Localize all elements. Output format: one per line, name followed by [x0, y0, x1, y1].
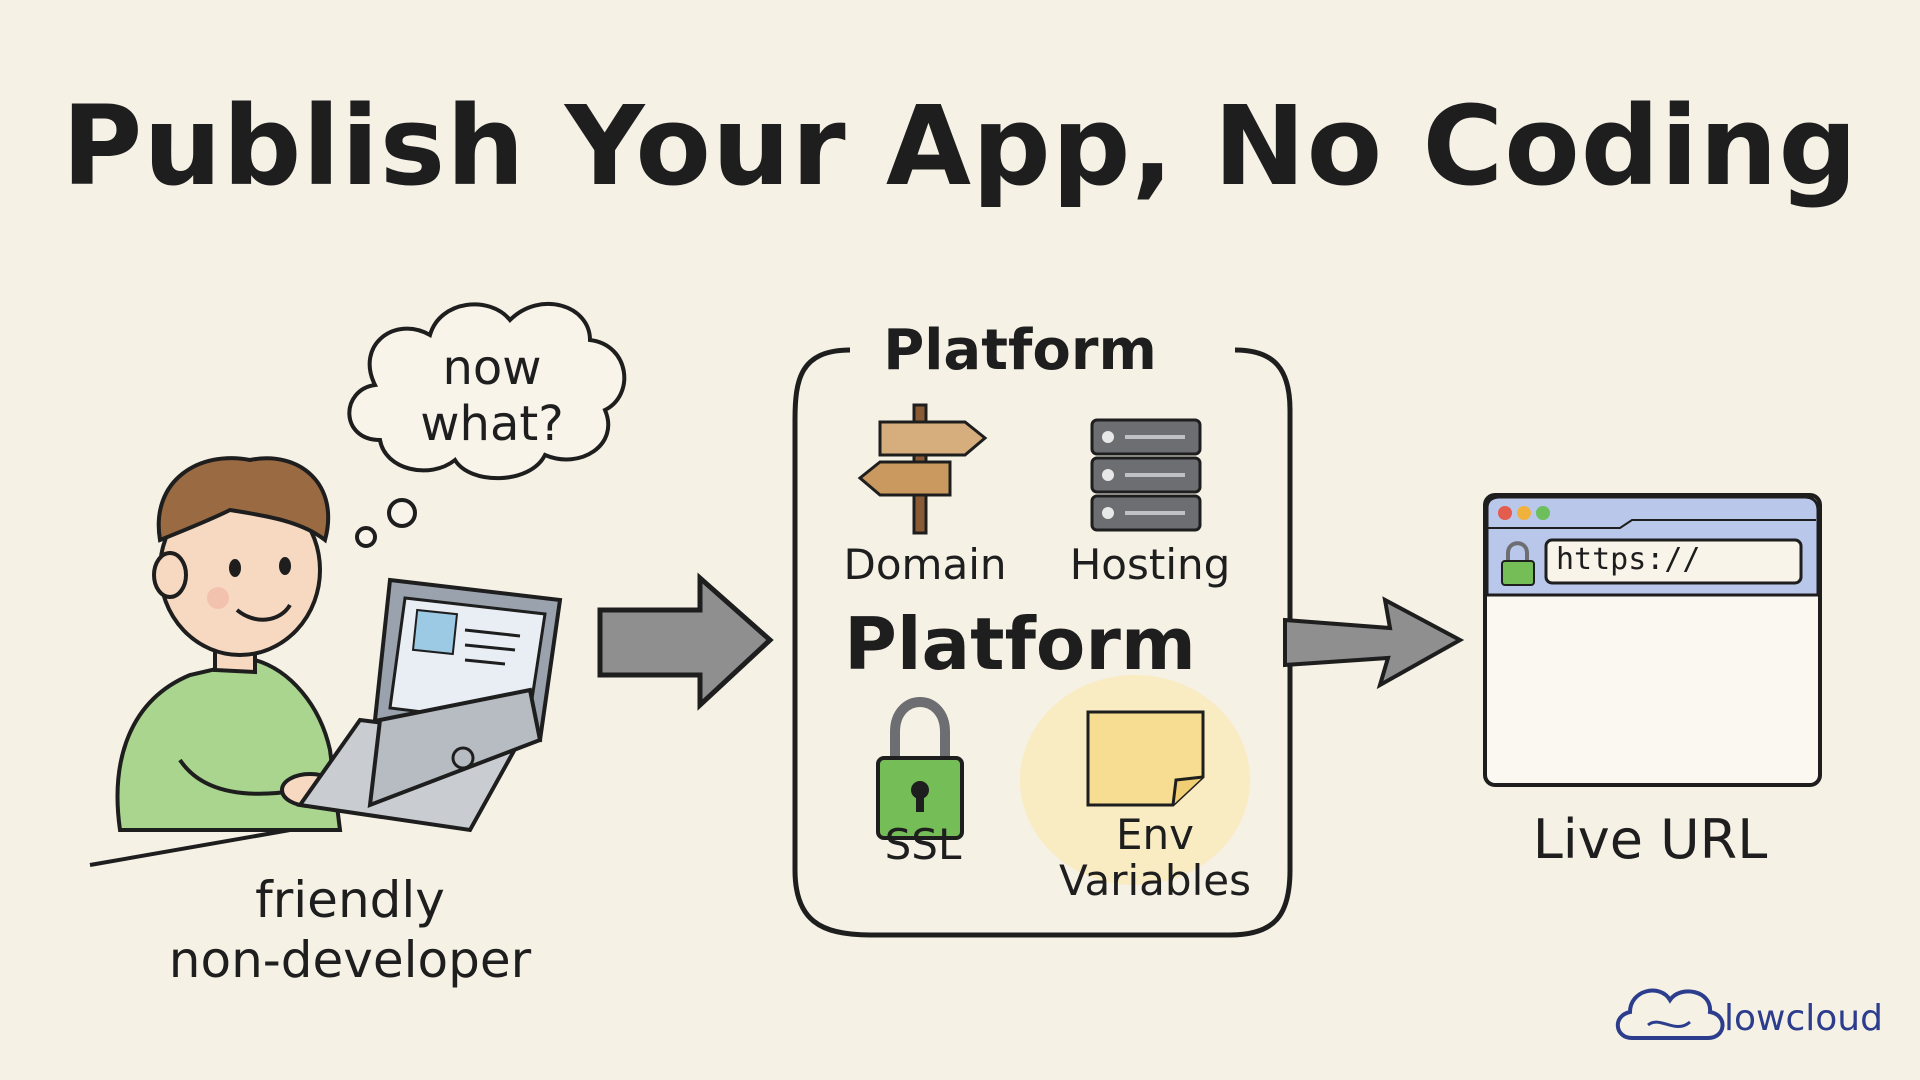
server-rack-icon — [1090, 418, 1202, 532]
person-illustration — [89, 456, 343, 867]
arrow-to-live-url — [1283, 596, 1465, 690]
platform-center-label: Platform — [844, 602, 1196, 686]
diagram-title: Publish Your App, No Coding — [61, 82, 1859, 210]
env-label-line2: Variables — [1059, 856, 1251, 905]
sticky-note-icon — [1020, 675, 1250, 885]
laptop-icon — [296, 577, 563, 833]
person-label-line1: friendly — [255, 871, 445, 929]
domain-label: Domain — [843, 540, 1007, 589]
browser-window — [1483, 493, 1822, 787]
platform-box — [792, 347, 1293, 938]
env-variables-label: Env Variables — [1035, 812, 1275, 904]
padlock-icon — [876, 697, 964, 840]
lock-icon — [1506, 541, 1529, 563]
cloud-logo-icon — [1615, 988, 1725, 1040]
arrow-to-platform — [597, 572, 774, 711]
person-label: friendly non-developer — [130, 870, 570, 990]
signpost-icon — [857, 403, 988, 535]
hair — [156, 456, 331, 544]
address-bar — [1544, 538, 1803, 585]
ssl-label: SSL — [884, 820, 962, 869]
live-url-label: Live URL — [1532, 808, 1768, 871]
brand-name: lowcloud — [1724, 998, 1883, 1039]
person-label-line2: non-developer — [168, 931, 532, 989]
thought-bubble — [347, 302, 627, 548]
hosting-label: Hosting — [1069, 540, 1231, 589]
url-text: https:// — [1556, 542, 1701, 577]
thought-text: now what? — [420, 340, 564, 452]
platform-header: Platform — [870, 318, 1170, 383]
env-label-line1: Env — [1115, 810, 1194, 859]
